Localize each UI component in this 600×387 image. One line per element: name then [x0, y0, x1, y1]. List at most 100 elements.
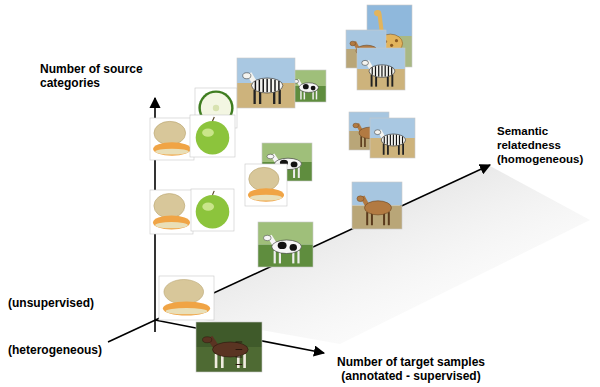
- animal-head: [263, 235, 271, 240]
- photo-bg: [190, 115, 235, 157]
- animal-leg: [402, 144, 404, 155]
- horse-photo: [352, 182, 402, 229]
- melon-half: [154, 194, 185, 219]
- animal-leg: [253, 90, 255, 104]
- cow-patch: [291, 162, 298, 168]
- animal-leg: [371, 75, 373, 87]
- okapi-stripe: [236, 349, 243, 350]
- zebra-stripe: [274, 80, 275, 92]
- zebra-stripe: [387, 135, 388, 144]
- photo-frame: [150, 190, 193, 234]
- zebra-stripe: [259, 80, 260, 92]
- zebra-stripe: [263, 79, 264, 92]
- animal-head: [243, 73, 251, 79]
- giraffe-spot: [390, 44, 393, 47]
- photo-group: [150, 5, 415, 372]
- animal-leg: [391, 75, 393, 87]
- zebra-stripe: [388, 66, 389, 76]
- animal-leg: [383, 144, 385, 155]
- melon-half: [154, 121, 186, 145]
- photo-bg: [150, 118, 194, 160]
- zebra-stripe: [375, 66, 376, 76]
- melon-slice: [163, 302, 210, 316]
- cow-photo: [258, 222, 313, 267]
- animal-head: [374, 130, 380, 135]
- zebra-stripe: [381, 65, 382, 76]
- okapi-stripe: [236, 357, 243, 358]
- zebra-stripe: [396, 135, 397, 145]
- animal-leg: [215, 354, 218, 368]
- axis-line: [108, 165, 490, 342]
- photo-frame: [190, 115, 235, 157]
- cow-photo: [290, 70, 326, 102]
- animal-leg: [297, 251, 299, 264]
- animal-leg: [316, 90, 318, 99]
- animal-body: [272, 240, 302, 254]
- apple-body: [196, 195, 230, 229]
- zebra-stripe: [266, 79, 267, 93]
- animal-leg: [388, 212, 390, 225]
- photo-frame: [150, 118, 194, 160]
- melon-rind: [155, 149, 188, 155]
- cow-patch: [311, 86, 316, 91]
- photo-frame: [196, 322, 262, 372]
- photo-frame: [370, 118, 415, 158]
- zebra-stripe: [399, 135, 400, 144]
- melon-photo: [150, 118, 194, 160]
- animal-head: [357, 196, 364, 202]
- photo-frame: [352, 182, 402, 229]
- animal-head: [362, 60, 369, 65]
- apple-highlight: [202, 202, 214, 210]
- cow-patch: [303, 84, 309, 89]
- melon-slice: [248, 188, 284, 201]
- animal-body: [369, 65, 395, 78]
- zebra-stripe: [390, 135, 391, 145]
- apple-core: [213, 105, 219, 111]
- axis-label: (unsupervised): [8, 296, 118, 310]
- okapi-stripe: [236, 342, 243, 343]
- photo-bg: [150, 190, 193, 234]
- cow-patch: [290, 244, 297, 251]
- zebra-stripe: [384, 136, 385, 143]
- animal-leg: [279, 90, 281, 104]
- apple-body: [196, 121, 230, 155]
- zebra-stripe: [393, 135, 394, 146]
- zebra-stripe: [270, 79, 271, 92]
- animal-body: [213, 342, 249, 357]
- photo-bg: [191, 189, 234, 231]
- photo-frame: [290, 70, 326, 102]
- photo-frame: [357, 48, 405, 90]
- zebra-photo: [370, 118, 415, 158]
- melon-rind: [155, 222, 188, 228]
- apple-stem: [213, 117, 215, 121]
- animal-leg: [298, 167, 300, 178]
- zebra-photo: [357, 48, 405, 90]
- animal-body: [365, 201, 392, 215]
- animal-leg: [360, 136, 362, 147]
- apple-photo: [191, 189, 234, 231]
- zebra-photo: [237, 58, 295, 108]
- photo-frame: [258, 222, 313, 267]
- melon-photo: [159, 276, 214, 320]
- axis-label: (heterogeneous): [8, 343, 118, 357]
- animal-body: [299, 83, 318, 93]
- photo-frame: [191, 189, 234, 231]
- giraffe-spot: [395, 39, 398, 42]
- zebra-stripe: [278, 81, 279, 90]
- photo-frame: [237, 58, 295, 108]
- okapi-photo: [196, 322, 262, 372]
- melon-photo: [245, 164, 287, 206]
- melon-half: [249, 167, 279, 191]
- photo-frame: [159, 276, 214, 320]
- melon-photo: [150, 190, 193, 234]
- zebra-stripe: [372, 67, 373, 75]
- apple-photo: [190, 115, 235, 157]
- melon-rind: [250, 195, 282, 201]
- melon-slice: [153, 142, 191, 155]
- animal-leg: [274, 251, 276, 264]
- animal-leg: [366, 212, 368, 225]
- melon-rind: [166, 308, 208, 314]
- animal-head: [353, 123, 359, 128]
